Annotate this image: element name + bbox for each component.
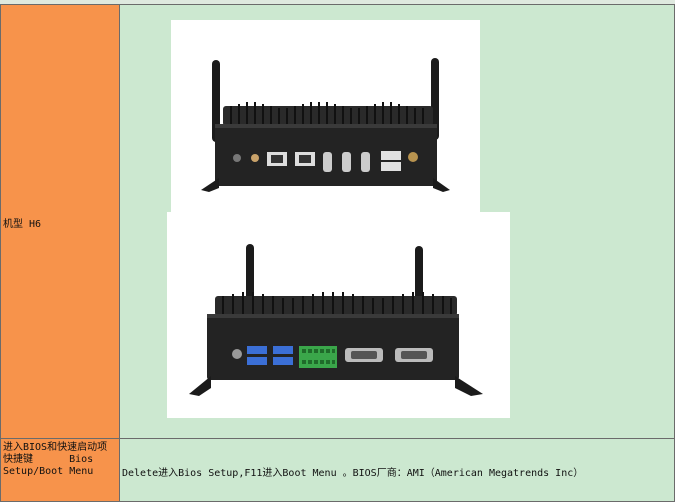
front-panel-photo [171,20,480,213]
cell-bios-value[interactable]: Delete进入Bios Setup,F11进入Boot Menu 。BIOS厂… [119,438,675,502]
bios-label-text: 进入BIOS和快速启动项快捷键 Bios Setup/Boot Menu [3,442,108,477]
model-label-text: 机型 H6 [3,219,42,230]
rear-panel-photo [167,212,510,418]
cell-bios-label[interactable]: 进入BIOS和快速启动项快捷键 Bios Setup/Boot Menu [0,438,120,502]
cell-model-label[interactable]: 机型 H6 [0,4,120,439]
bios-value-text: Delete进入Bios Setup,F11进入Boot Menu 。BIOS厂… [122,468,584,479]
